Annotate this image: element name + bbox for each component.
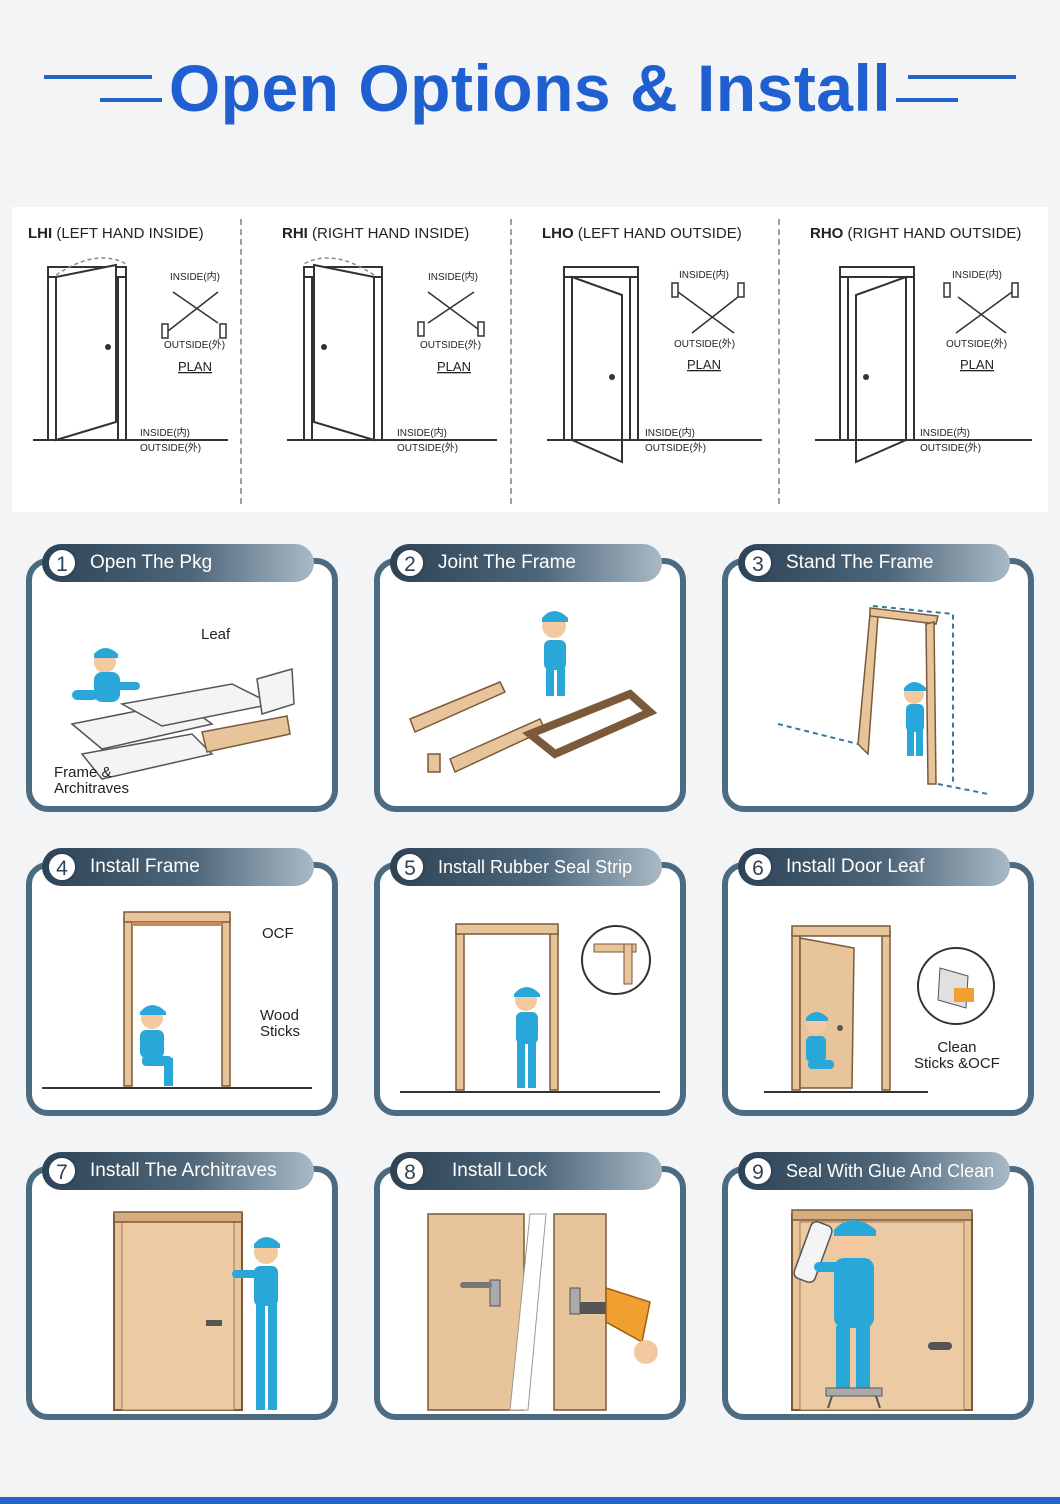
header-line-right-short — [896, 98, 958, 102]
orientation-label: RHI (RIGHT HAND INSIDE) — [282, 225, 470, 242]
svg-text:PLAN: PLAN — [437, 359, 471, 374]
step-3-stand-the-frame: 3 Stand The Frame — [722, 544, 1034, 812]
step-title-tab: 7 Install The Architraves — [42, 1152, 314, 1190]
header: Open Options & Install — [0, 40, 1060, 140]
svg-text:PLAN: PLAN — [178, 359, 212, 374]
svg-text:OUTSIDE(外): OUTSIDE(外) — [397, 442, 458, 454]
step-title: Seal With Glue And Clean — [786, 1161, 995, 1181]
step-title: Install Frame — [90, 856, 200, 877]
step-number: 3 — [743, 548, 773, 578]
annotation-leaf: Leaf — [201, 626, 231, 643]
step-number: 9 — [743, 1156, 773, 1186]
step-frame — [374, 558, 686, 812]
svg-text:OUTSIDE(外): OUTSIDE(外) — [946, 338, 1007, 350]
step-title: Install Lock — [452, 1160, 548, 1181]
lhi-door-diagram: INSIDE(内) OUTSIDE(外) PLAN INSIDE(内) OUTS… — [33, 257, 228, 454]
svg-text:INSIDE(内): INSIDE(内) — [645, 426, 695, 439]
step-1-open-the-pkg: 1 Open The Pkg Leaf Frame &Architraves — [26, 544, 338, 812]
seal-glue-illustration — [791, 1209, 973, 1411]
step-title-tab: 8 Install Lock — [390, 1152, 662, 1190]
door-leaf-illustration — [764, 925, 995, 1093]
step-number: 7 — [47, 1156, 77, 1186]
svg-text:OUTSIDE(外): OUTSIDE(外) — [645, 442, 706, 454]
step-number: 4 — [47, 852, 77, 882]
svg-text:OUTSIDE(外): OUTSIDE(外) — [674, 338, 735, 350]
step-title-tab: 6 Install Door Leaf — [738, 848, 1010, 886]
svg-text:OUTSIDE(外): OUTSIDE(外) — [164, 339, 225, 351]
orientation-rho: RHO (RIGHT HAND OUTSIDE) INSIDE(内) OUTSI… — [810, 207, 1042, 512]
step-8-install-lock: 8 Install Lock — [374, 1152, 686, 1420]
step-title-tab: 9 Seal With Glue And Clean — [738, 1152, 1010, 1190]
step-number: 5 — [395, 852, 425, 882]
svg-text:INSIDE(内): INSIDE(内) — [920, 426, 970, 439]
header-line-left-long — [44, 75, 152, 79]
step-7-install-the-architraves: 7 Install The Architraves — [26, 1152, 338, 1420]
orientation-label: LHI (LEFT HAND INSIDE) — [28, 225, 204, 242]
install-lock-illustration — [427, 1213, 658, 1411]
step-title: Stand The Frame — [786, 552, 934, 573]
step-number: 1 — [47, 548, 77, 578]
step-number: 8 — [395, 1156, 425, 1186]
orientation-lho: LHO (LEFT HAND OUTSIDE) INSIDE(内) OUTSID… — [542, 207, 772, 512]
svg-text:OUTSIDE(外): OUTSIDE(外) — [420, 339, 481, 351]
step-title: Open The Pkg — [90, 552, 213, 573]
orientation-rhi: RHI (RIGHT HAND INSIDE) INSIDE(内) OUTSID… — [282, 207, 507, 512]
stand-frame-illustration — [777, 605, 989, 795]
svg-text:INSIDE(内): INSIDE(内) — [679, 268, 729, 281]
column-separator — [778, 219, 780, 504]
svg-text:PLAN: PLAN — [960, 357, 994, 372]
step-title: Joint The Frame — [438, 552, 576, 573]
step-5-install-rubber-seal-strip: 5 Install Rubber Seal Strip — [374, 848, 686, 1116]
step-title-tab: 5 Install Rubber Seal Strip — [390, 848, 662, 886]
step-title: Install Door Leaf — [786, 856, 925, 877]
step-2-joint-the-frame: 2 Joint The Frame — [374, 544, 686, 812]
step-title-tab: 1 Open The Pkg — [42, 544, 314, 582]
rho-door-diagram: INSIDE(内) OUTSIDE(外) PLAN INSIDE(内) OUTS… — [815, 266, 1032, 464]
header-line-left-short — [100, 98, 162, 102]
step-title-tab: 3 Stand The Frame — [738, 544, 1010, 582]
architraves-illustration — [113, 1211, 280, 1411]
svg-text:OUTSIDE(外): OUTSIDE(外) — [140, 442, 201, 454]
open-package-illustration — [70, 648, 295, 780]
orientation-label: RHO (RIGHT HAND OUTSIDE) — [810, 225, 1022, 242]
svg-text:INSIDE(内): INSIDE(内) — [397, 426, 447, 439]
svg-text:INSIDE(内): INSIDE(内) — [428, 270, 478, 283]
step-title-tab: 4 Install Frame — [42, 848, 314, 886]
install-frame-illustration — [42, 911, 312, 1089]
svg-text:PLAN: PLAN — [687, 357, 721, 372]
step-title-tab: 2 Joint The Frame — [390, 544, 662, 582]
rhi-door-diagram: INSIDE(内) OUTSIDE(外) PLAN INSIDE(内) OUTS… — [287, 257, 497, 454]
step-number: 2 — [395, 548, 425, 578]
column-separator — [240, 219, 242, 504]
svg-text:OUTSIDE(外): OUTSIDE(外) — [920, 442, 981, 454]
annotation-ocf: OCF — [262, 925, 294, 942]
door-orientation-panel: LHI (LEFT HAND INSIDE) INSIDE(内) OUTSIDE… — [12, 207, 1048, 512]
step-9-seal-with-glue-and-clean: 9 Seal With Glue And Clean — [722, 1152, 1034, 1420]
orientation-label: LHO (LEFT HAND OUTSIDE) — [542, 225, 742, 242]
annotation-frame: Frame &Architraves — [54, 764, 130, 797]
step-title: Install The Architraves — [90, 1160, 277, 1181]
svg-text:INSIDE(内): INSIDE(内) — [140, 426, 190, 439]
page-title: Open Options & Install — [168, 51, 892, 125]
bottom-accent-bar — [0, 1497, 1060, 1504]
step-number: 6 — [743, 852, 773, 882]
svg-text:INSIDE(内): INSIDE(内) — [952, 268, 1002, 281]
header-line-right-long — [908, 75, 1016, 79]
column-separator — [510, 219, 512, 504]
joint-frame-illustration — [409, 611, 658, 774]
step-title: Install Rubber Seal Strip — [438, 857, 633, 877]
rubber-seal-illustration — [400, 923, 660, 1093]
svg-text:INSIDE(内): INSIDE(内) — [170, 270, 220, 283]
lho-door-diagram: INSIDE(内) OUTSIDE(外) PLAN INSIDE(内) OUTS… — [547, 266, 762, 464]
orientation-lhi: LHI (LEFT HAND INSIDE) INSIDE(内) OUTSIDE… — [28, 207, 238, 512]
